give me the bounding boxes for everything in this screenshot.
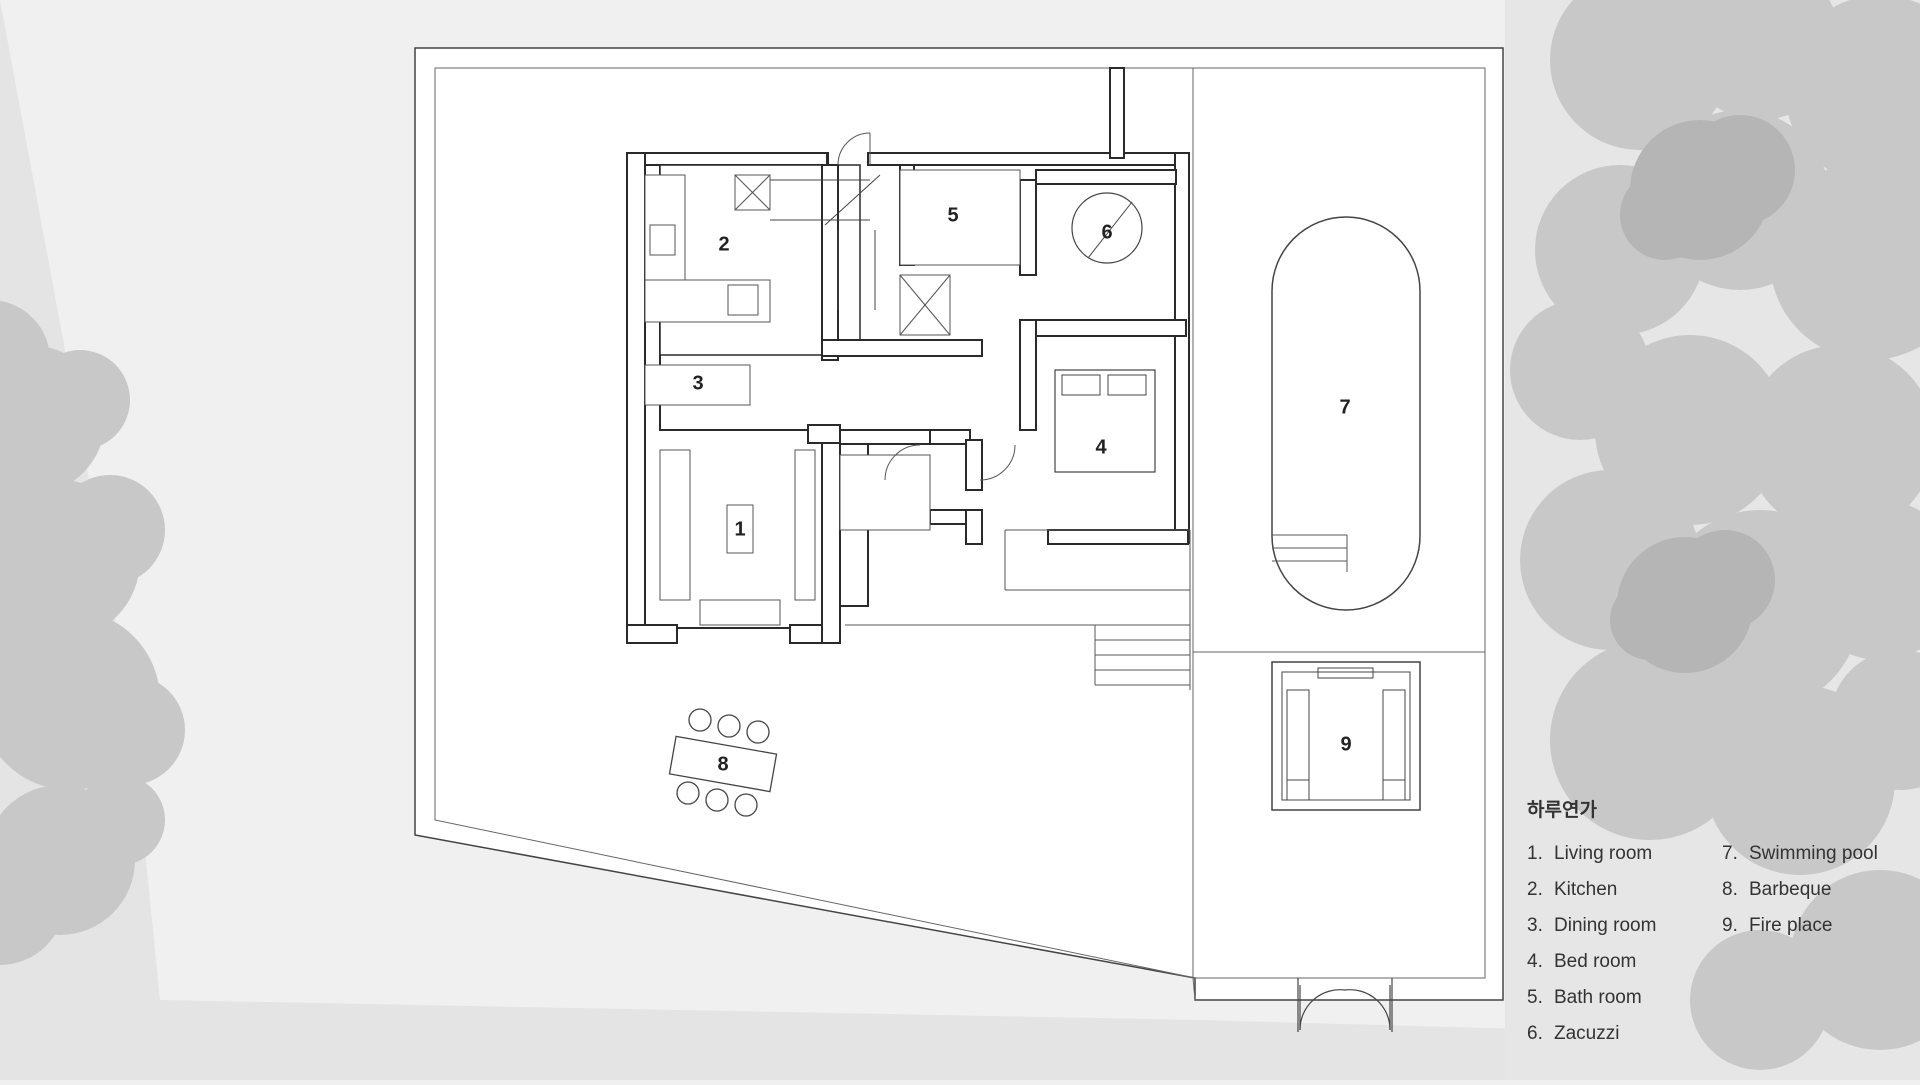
room-number-4: 4 <box>1095 436 1107 458</box>
room-number-3: 3 <box>692 372 703 394</box>
room-numbers: 1 2 3 4 5 6 7 8 9 <box>692 204 1351 775</box>
swimming-pool <box>1271 216 1421 611</box>
room-number-6: 6 <box>1101 221 1112 243</box>
legend-item-label: Fire place <box>1749 915 1833 936</box>
legend: 하루연가 1. Living room 2. Kitchen 3. Dining ro… <box>1527 795 1917 1052</box>
legend-item-number: 5. <box>1527 987 1543 1008</box>
legend-title: 하루연가 <box>1527 800 1597 821</box>
legend-item-7: 7. Swimming pool <box>1722 836 1917 872</box>
barbeque-table <box>668 708 778 817</box>
legend-item-3: 3. Dining room <box>1527 908 1722 944</box>
legend-item-number: 1. <box>1527 843 1543 864</box>
legend-item-label: Zacuzzi <box>1554 1023 1620 1044</box>
legend-item-label: Bed room <box>1554 951 1637 972</box>
legend-item-label: Dining room <box>1554 915 1657 936</box>
legend-item-label: Living room <box>1554 843 1653 864</box>
legend-item-number: 3. <box>1527 915 1543 936</box>
room-number-9: 9 <box>1340 733 1351 755</box>
room-number-5: 5 <box>947 204 958 226</box>
legend-item-label: Bath room <box>1554 987 1642 1008</box>
room-number-1: 1 <box>734 518 745 540</box>
legend-item-label: Swimming pool <box>1749 843 1878 864</box>
legend-item-8: 8. Barbeque <box>1722 872 1917 908</box>
legend-item-number: 8. <box>1722 879 1738 900</box>
legend-item-4: 4. Bed room <box>1527 944 1722 980</box>
room-number-2: 2 <box>718 233 729 255</box>
fire-place <box>1271 661 1421 811</box>
legend-item-6: 6. Zacuzzi <box>1527 1016 1722 1052</box>
room-number-7: 7 <box>1339 396 1350 418</box>
legend-item-number: 7. <box>1722 843 1738 864</box>
legend-column-1: 1. Living room 2. Kitchen 3. Dining room 4.… <box>1527 836 1722 1052</box>
legend-item-9: 9. Fire place <box>1722 908 1917 944</box>
gate <box>1297 978 1393 1032</box>
legend-item-label: Kitchen <box>1554 879 1618 900</box>
legend-columns: 1. Living room 2. Kitchen 3. Dining room 4.… <box>1527 836 1917 1052</box>
legend-item-5: 5. Bath room <box>1527 980 1722 1016</box>
legend-column-2: 7. Swimming pool 8. Barbeque 9. Fire place <box>1722 836 1917 1052</box>
legend-item-2: 2. Kitchen <box>1527 872 1722 908</box>
legend-item-label: Barbeque <box>1749 879 1832 900</box>
room-number-8: 8 <box>717 753 728 775</box>
legend-item-number: 9. <box>1722 915 1738 936</box>
legend-item-number: 4. <box>1527 951 1543 972</box>
trees-left <box>0 300 185 965</box>
legend-item-1: 1. Living room <box>1527 836 1722 872</box>
house-plan <box>626 67 1191 690</box>
trees-right-highlight <box>1610 115 1795 673</box>
legend-item-number: 2. <box>1527 879 1543 900</box>
legend-item-number: 6. <box>1527 1023 1543 1044</box>
